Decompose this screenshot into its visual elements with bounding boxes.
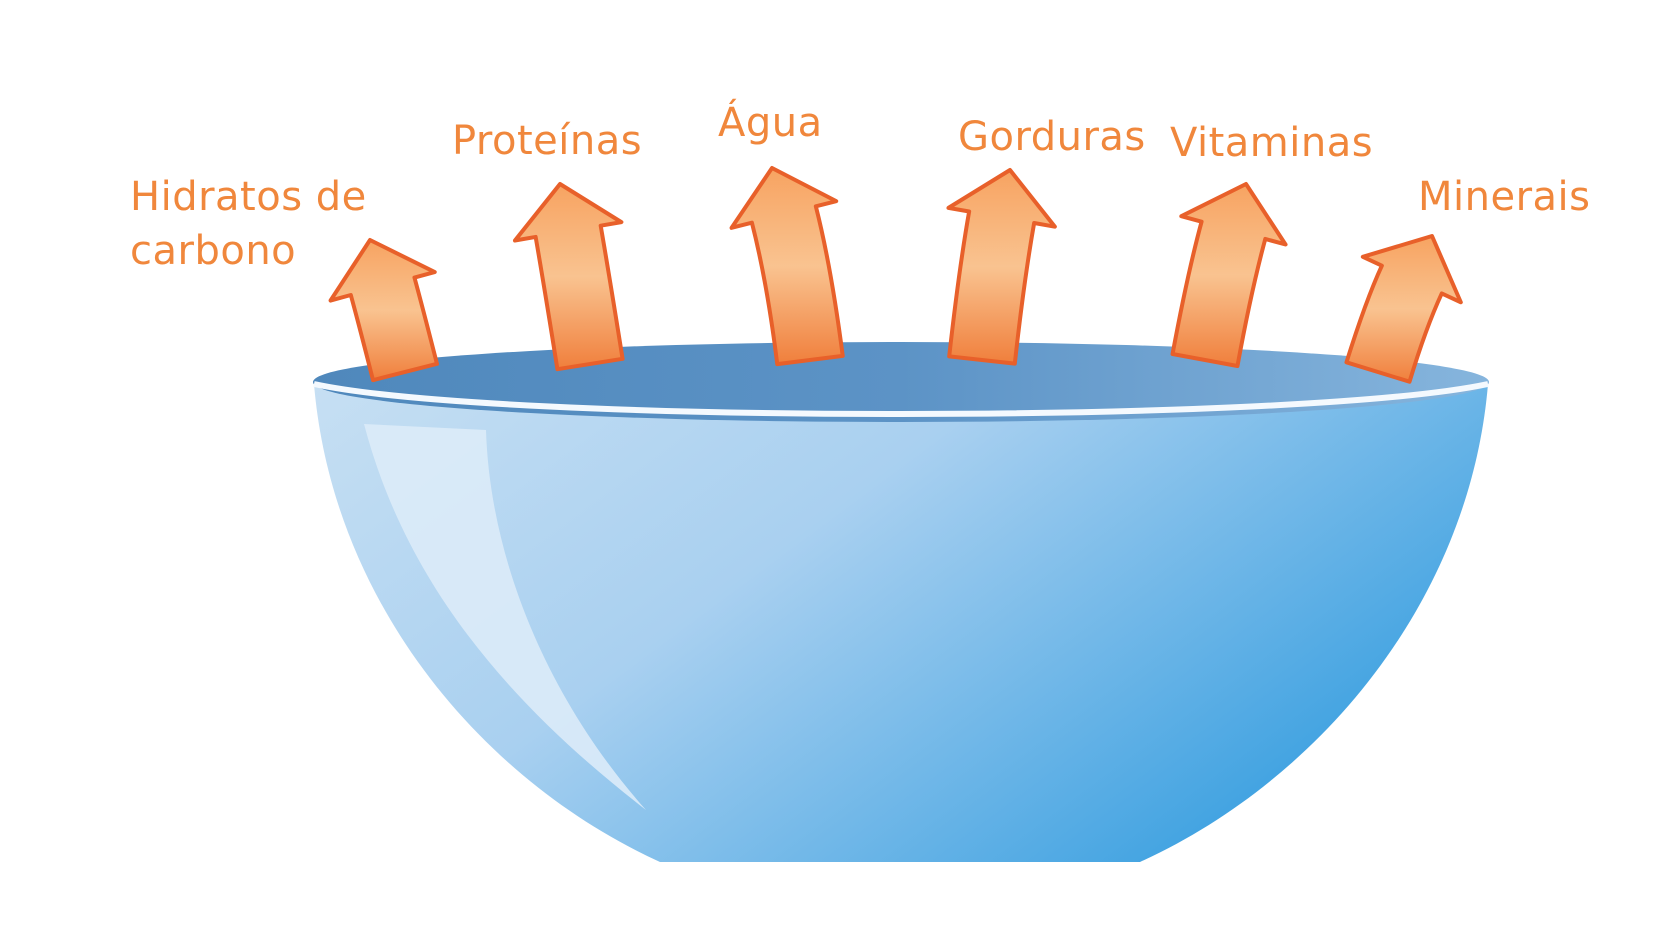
label-agua: Água <box>718 100 823 146</box>
label-proteinas: Proteínas <box>452 118 643 164</box>
arrow-up-icon-agua <box>729 166 845 367</box>
bowl-icon <box>313 342 1489 862</box>
bowl-rim <box>313 381 1489 417</box>
bowl-inside <box>313 342 1489 422</box>
arrows-group <box>328 166 1463 384</box>
label-minerais: Minerais <box>1418 174 1591 220</box>
arrow-up-icon-proteinas <box>512 182 625 372</box>
label-hidratos-de-carbono: Hidratos de carbono <box>130 174 367 274</box>
arrow-up-icon-hidratos <box>328 238 439 383</box>
label-vitaminas: Vitaminas <box>1170 120 1374 166</box>
bowl-highlight <box>364 424 646 810</box>
arrow-up-icon-vitaminas <box>1170 182 1288 368</box>
label-gorduras: Gorduras <box>958 114 1146 160</box>
arrow-up-icon-gorduras <box>946 168 1057 366</box>
arrow-up-icon-minerais <box>1344 234 1463 384</box>
bowl-body <box>314 384 1488 862</box>
